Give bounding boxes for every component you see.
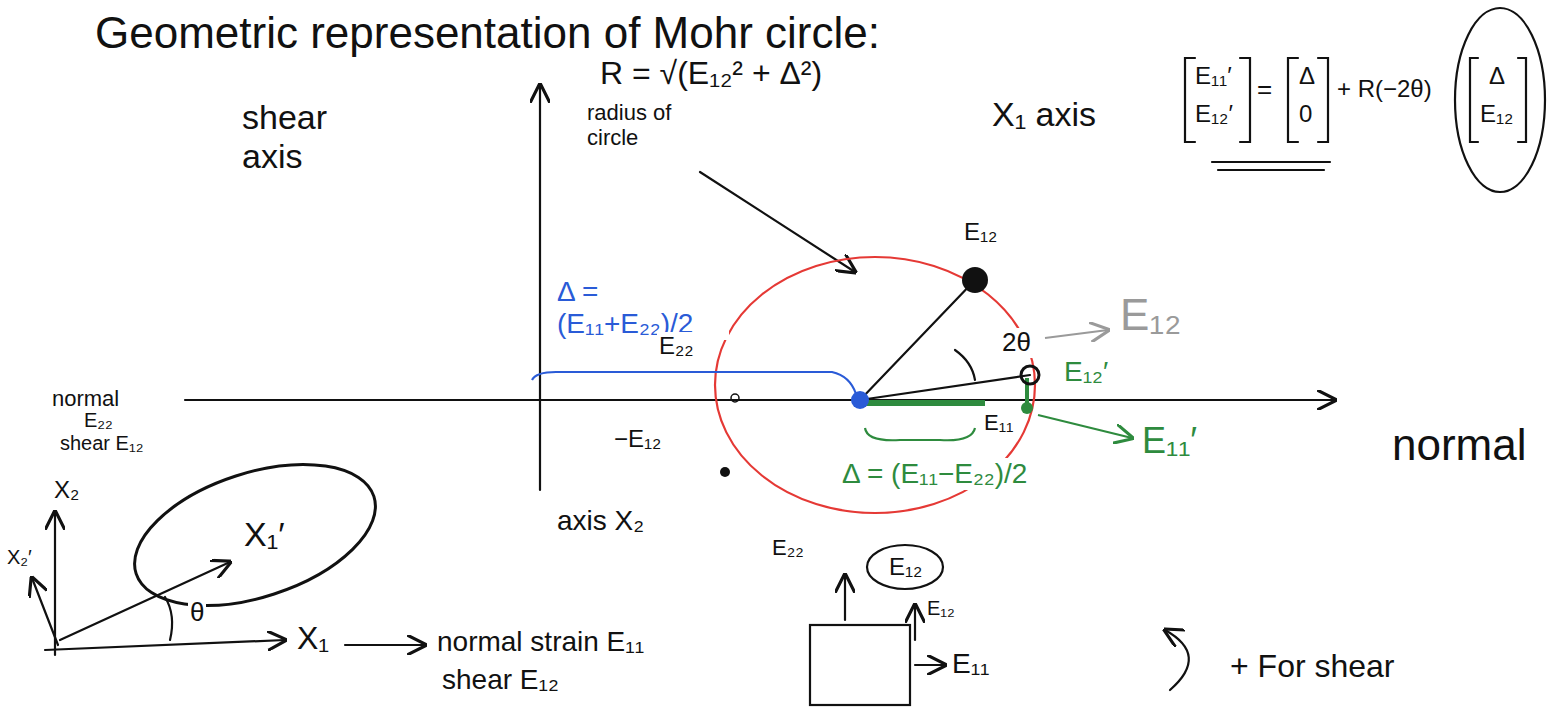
sketch-label: E₁₂ xyxy=(1118,290,1183,341)
sketch-label: E₁₁′ xyxy=(1193,62,1234,90)
rotation-arrow xyxy=(1165,630,1189,690)
sketch-label: E₁₂ xyxy=(962,218,999,246)
blue-bracket xyxy=(532,372,856,394)
sketch-label: X₁ axis xyxy=(990,95,1098,134)
sketch-label: X₂ xyxy=(52,476,81,504)
sketch-label: normal xyxy=(50,386,121,411)
sketch-label: E₁₂ xyxy=(925,597,957,620)
arrow xyxy=(844,575,846,620)
sketch-label: shear axis xyxy=(240,98,384,176)
radius-line xyxy=(860,280,975,400)
sketch-label: E₂₂ xyxy=(82,409,115,432)
matrix-bracket xyxy=(1470,58,1478,142)
center-point xyxy=(851,391,869,409)
sketch-label: + R(−2θ) xyxy=(1335,75,1434,103)
sketch-label: E₂₂ xyxy=(657,332,696,360)
sketch-label: θ xyxy=(188,598,206,628)
mohr-circle xyxy=(715,257,1035,513)
x1-axis xyxy=(45,640,285,650)
green-brace xyxy=(865,428,975,440)
sketch-label: shear E₁₂ xyxy=(58,432,145,455)
sketch-label: normal strain E₁₁ xyxy=(435,626,646,658)
sketch-label: Δ xyxy=(1297,62,1317,90)
point xyxy=(731,394,739,402)
sketch-label: E₁₂′ xyxy=(1062,356,1110,388)
point xyxy=(962,267,988,293)
x1-prime-axis xyxy=(60,562,230,640)
sketch-label: E₁₁′ xyxy=(1140,420,1199,461)
sketch-label: E₁₁ xyxy=(950,648,992,680)
sketch-label: E₁₂ xyxy=(887,553,924,581)
sketch-label: E₁₂ xyxy=(1478,100,1515,128)
sketch-label: E₁₁ xyxy=(982,410,1016,435)
arrow xyxy=(915,664,945,666)
circle-mark xyxy=(1455,8,1545,192)
sketch-label: 0 xyxy=(1297,100,1314,128)
point xyxy=(720,467,730,477)
point xyxy=(1021,402,1033,414)
sketch-label: normal xyxy=(1390,420,1529,471)
sketch-label: −E₁₂ xyxy=(612,425,663,453)
sketch-label: shear E₁₂ xyxy=(440,664,561,696)
underline xyxy=(1212,162,1330,170)
element-square xyxy=(810,625,910,705)
sketch-label: X₁′ xyxy=(242,515,287,554)
arrow xyxy=(1038,415,1132,438)
point xyxy=(1021,366,1039,384)
normal-axis xyxy=(185,399,1335,401)
sketch-label: R = √(E₁₂² + Δ²) xyxy=(598,55,824,92)
strain-ellipse xyxy=(117,437,393,632)
green-segment xyxy=(862,400,985,406)
sketch-label: E₁₂′ xyxy=(1193,100,1235,128)
x2-prime-axis xyxy=(32,578,58,645)
matrix-bracket xyxy=(1518,58,1526,142)
circle-mark xyxy=(867,545,943,589)
sketch-label: Δ xyxy=(1487,62,1507,90)
angle-arc xyxy=(165,597,172,640)
sketch-label: + For shear xyxy=(1228,648,1397,685)
sketch-label: Δ = (E₁₁−E₂₂)/2 xyxy=(840,458,1029,490)
arrow xyxy=(345,644,425,646)
title: Geometric representation of Mohr circle: xyxy=(95,8,880,58)
sketch-label: radius of circle xyxy=(585,100,699,151)
sketch-label: Δ = (E₁₁+E₂₂)/2 xyxy=(555,276,729,340)
leader-line xyxy=(700,172,855,272)
sketch-label: X₂′ xyxy=(5,546,34,569)
matrix-bracket xyxy=(1240,58,1250,142)
shear-axis xyxy=(539,85,541,490)
sketch-label: axis X₂ xyxy=(555,505,646,537)
sketch-label: = xyxy=(1255,75,1274,105)
arrow xyxy=(1045,330,1108,338)
angle-arc xyxy=(955,350,975,380)
sketch-label: E₂₂ xyxy=(770,535,806,560)
radius-line xyxy=(860,375,1030,400)
sketch-label: X₁ xyxy=(295,620,331,657)
arrow xyxy=(914,605,916,640)
matrix-bracket xyxy=(1318,58,1328,142)
sketch-label: 2θ xyxy=(1000,328,1033,358)
